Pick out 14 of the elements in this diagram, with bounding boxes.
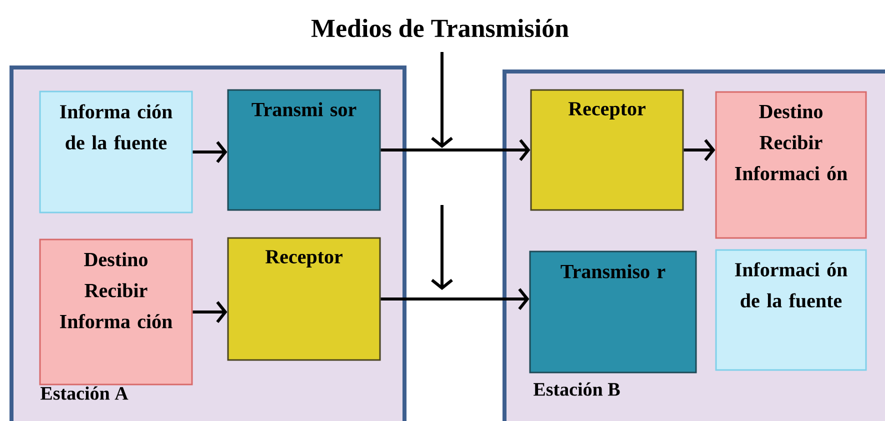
receiver-box: Receptor [530,89,684,211]
arrow [192,301,228,323]
source-box: Informa ción de la fuente [39,90,193,214]
arrow [192,141,228,163]
destination-box: Destino Recibir Informaci ón [715,91,867,239]
transmitter-box: Transmiso r [529,250,697,374]
destination-box: Destino Recibir Informa ción [39,238,193,386]
source-box: Informaci ón de la fuente [715,249,867,371]
arrow [380,288,530,310]
receiver-box: Receptor [227,237,381,361]
transmitter-box: Transmi sor [227,89,381,211]
arrow [380,139,530,161]
title: Medios de Transmisión [311,18,569,38]
arrow [684,139,716,161]
